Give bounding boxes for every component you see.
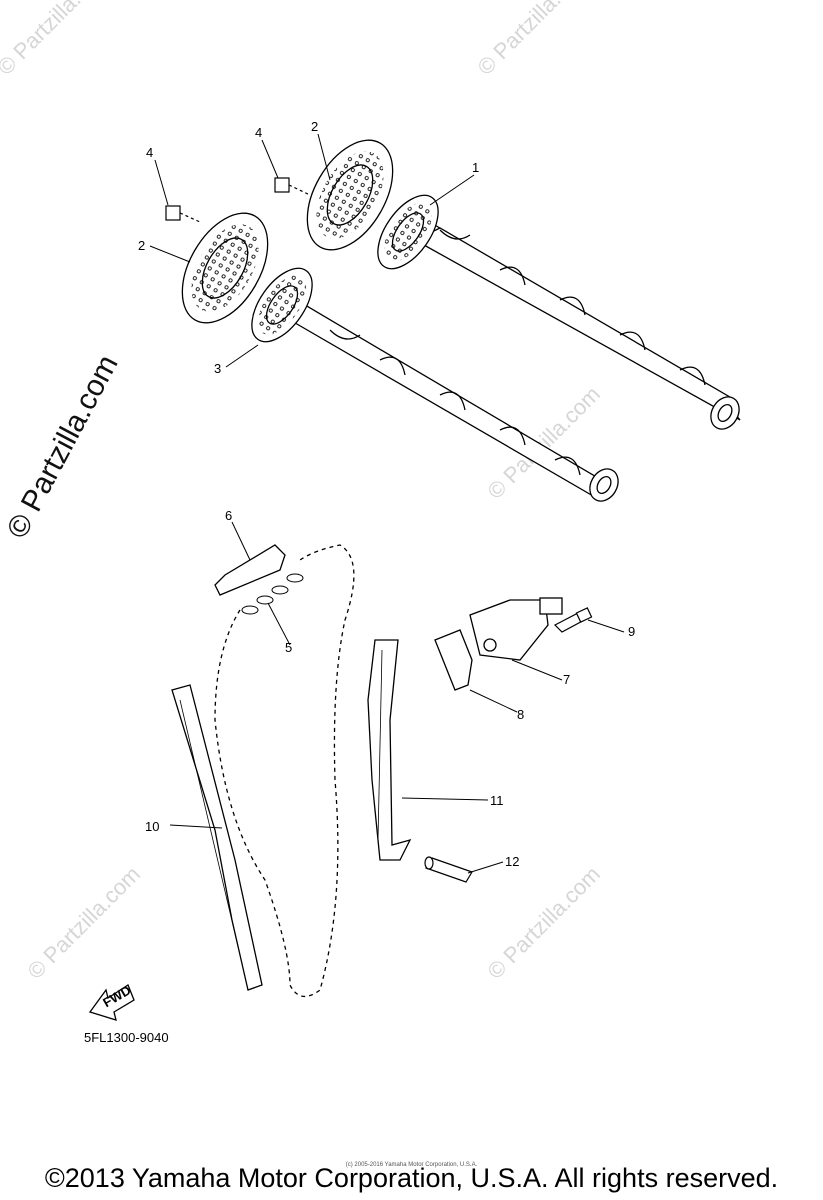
callout-10: 10 — [145, 819, 159, 834]
tensioner-bolt — [553, 607, 593, 633]
camshaft-rear — [377, 194, 741, 430]
bolt-lower — [165, 205, 201, 223]
guide-pin — [424, 856, 473, 883]
callout-12: 12 — [505, 854, 519, 869]
callout-8: 8 — [517, 707, 524, 722]
sprocket-upper — [306, 139, 394, 251]
diagram-code: 5FL1300-9040 — [84, 1030, 169, 1045]
copyright-footer: ©2013 Yamaha Motor Corporation, U.S.A. A… — [44, 1163, 779, 1193]
callout-4-upper: 4 — [255, 125, 262, 140]
chain-guide-right-edge — [377, 649, 383, 841]
callout-numbers: 1 2 2 3 4 4 5 6 7 8 9 10 11 12 — [138, 119, 635, 869]
callout-7: 7 — [563, 672, 570, 687]
chain-tensioner — [469, 597, 563, 661]
callout-2-upper: 2 — [311, 119, 318, 134]
callout-5: 5 — [285, 640, 292, 655]
guide-stopper — [214, 544, 286, 596]
callout-1: 1 — [472, 160, 479, 175]
callout-6: 6 — [225, 508, 232, 523]
callout-9: 9 — [628, 624, 635, 639]
callout-11: 11 — [490, 793, 504, 808]
callout-2-lower: 2 — [138, 238, 145, 253]
camshaft-front — [251, 267, 619, 502]
fwd-arrow: FWD — [88, 982, 135, 1021]
callout-4-lower: 4 — [146, 145, 153, 160]
chain-guide-left — [171, 684, 263, 991]
chain-links — [241, 573, 304, 615]
tensioner-gasket — [434, 629, 473, 691]
callout-3: 3 — [214, 361, 221, 376]
leader-lines — [149, 133, 625, 874]
chain-guide-right — [367, 639, 412, 861]
fine-print: (c) 2005-2016 Yamaha Motor Corporation, … — [345, 1162, 478, 1168]
bolt-upper — [274, 177, 311, 196]
sprocket-lower — [181, 212, 269, 324]
